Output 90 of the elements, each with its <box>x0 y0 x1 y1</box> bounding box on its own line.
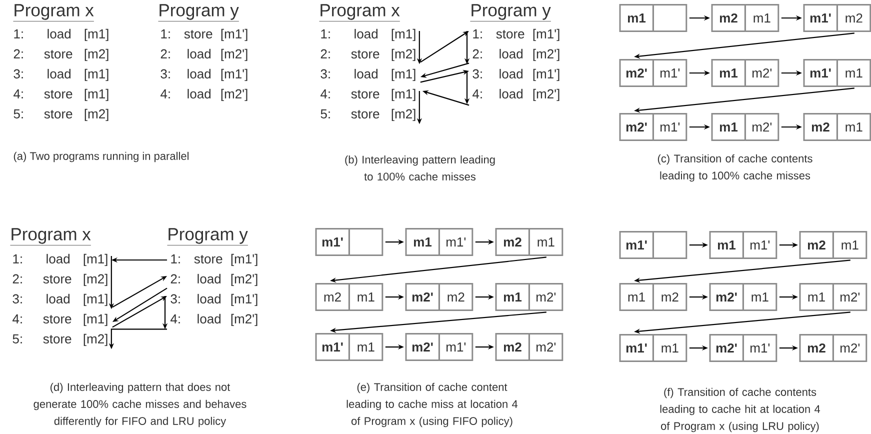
cache-cell: m2 <box>836 4 871 32</box>
instruction-text: 5: store [m2] <box>12 334 108 346</box>
cache-cell: m1 <box>744 4 780 32</box>
cache-cell: m2' <box>528 333 564 361</box>
program-heading: Program x <box>319 4 400 22</box>
cache-cell: m1' <box>803 59 838 87</box>
caption: (d) Interleaving pattern that does not generate 100% cache misses and behaves differently for FIFO and LRU policy <box>34 382 246 428</box>
cache-cell: m2 <box>315 283 350 311</box>
instruction-text: 2: store [m2] <box>320 48 416 62</box>
cache-cell: m1 <box>742 283 778 311</box>
cache-cell: m1 <box>711 59 746 87</box>
cache-cell: m2' <box>709 334 744 362</box>
program-heading: Program y <box>167 228 248 246</box>
caption: (e) Transition of cache content leading to cache miss at location 4 of Program x (using FIFO policy) <box>346 382 518 428</box>
cache-cell: m1' <box>652 59 688 87</box>
cache-cell: m1 <box>799 283 834 311</box>
cache-cell: m1' <box>619 334 654 362</box>
instruction-text: 2: load [m2'] <box>472 48 560 62</box>
cache-cell: m1' <box>742 334 778 362</box>
cache-cell: m1' <box>438 228 474 256</box>
instruction-text: 4: store [m1] <box>14 88 108 102</box>
program-heading: Program y <box>470 4 552 22</box>
cache-cell: m1' <box>315 333 350 361</box>
cache-cell: m1 <box>405 228 440 256</box>
instruction-text: 5: store [m2] <box>320 108 416 122</box>
instruction-text: 1: load [m1] <box>14 28 108 42</box>
instruction-text: 4: load [m2'] <box>160 88 248 102</box>
program-heading: Program x <box>10 228 92 246</box>
cache-cell: m2 <box>799 334 834 362</box>
cache-cell: m1 <box>832 231 868 259</box>
cache-cell: m1' <box>619 231 654 259</box>
instruction-text: 3: load [m1] <box>12 294 108 306</box>
instruction-text: 3: load [m1'] <box>472 68 560 82</box>
cache-cell: m1' <box>315 228 350 256</box>
cache-cell: m2 <box>652 283 688 311</box>
cache-cell: m1' <box>652 113 688 141</box>
cache-cell: m1 <box>836 113 871 141</box>
cache-cell: m1 <box>836 59 871 87</box>
instruction-text: 1: store [m1'] <box>171 254 258 266</box>
cache-cell: m1 <box>652 334 688 362</box>
instruction-text: 1: load [m1] <box>13 254 108 266</box>
instruction-text: 3: load [m1'] <box>160 68 248 82</box>
cache-cell: m1' <box>438 333 474 361</box>
program-heading: Program y <box>158 4 240 22</box>
instruction-text: 3: load [m1] <box>320 68 416 82</box>
cache-cell: m1 <box>619 283 654 311</box>
cache-cell: m1' <box>742 231 778 259</box>
cache-cell: m1 <box>528 228 564 256</box>
cache-cell: m1 <box>348 283 384 311</box>
instruction-text: 1: store [m1'] <box>473 28 560 42</box>
instruction-text: 4: load [m2'] <box>170 314 258 326</box>
cache-cell: m2' <box>528 283 564 311</box>
instruction-text: 4: load [m2'] <box>472 88 560 102</box>
instruction-text: 2: load [m2'] <box>160 48 248 62</box>
cache-cell: m1 <box>619 4 654 32</box>
instruction-text: 5: store [m2] <box>14 108 108 122</box>
instruction-text: 2: store [m2] <box>14 48 108 62</box>
cache-cell: m2' <box>744 113 780 141</box>
cache-cell: m2' <box>709 283 744 311</box>
cache-cell: m2 <box>495 333 530 361</box>
cache-cell: m1 <box>495 283 530 311</box>
instruction-text: 2: store [m2] <box>12 274 108 286</box>
instruction-text: 4: store [m1] <box>320 88 416 102</box>
cache-cell: m2' <box>405 283 440 311</box>
caption: (b) Interleaving pattern leading to 100% cache misses <box>345 155 495 181</box>
cache-cell: m2' <box>832 334 868 362</box>
cache-cell: m1 <box>348 333 384 361</box>
cache-cell: m2 <box>438 283 474 311</box>
instruction-text: 1: store [m1'] <box>161 28 248 42</box>
cache-cell: m2 <box>711 4 746 32</box>
cache-cell: m2' <box>619 113 654 141</box>
cache-cell: m2 <box>803 113 838 141</box>
cache-cell: m2' <box>832 283 868 311</box>
instruction-text: 2: load [m2'] <box>170 274 258 286</box>
program-heading: Program x <box>13 4 94 22</box>
cache-cell: m2' <box>405 333 440 361</box>
cache-cell: m1' <box>803 4 838 32</box>
instruction-text: 3: load [m1'] <box>170 294 258 306</box>
cache-cell: m1 <box>711 113 746 141</box>
caption: (c) Transition of cache contents leading to 100% cache misses <box>658 154 812 182</box>
caption: (a) Two programs running in parallel <box>14 152 188 162</box>
cache-cell: m2 <box>799 231 834 259</box>
instruction-text: 3: load [m1] <box>14 68 108 82</box>
caption: (f) Transition of cache contents leading to cache hit at location 4 of Program x (using LRU policy) <box>660 388 820 432</box>
instruction-text: 1: load [m1] <box>321 28 416 42</box>
cache-cell: m2' <box>619 59 654 87</box>
instruction-text: 4: store [m1] <box>12 314 108 326</box>
cache-cell: m2 <box>495 228 530 256</box>
cache-cell: m2' <box>744 59 780 87</box>
cache-cell: m1 <box>709 231 744 259</box>
